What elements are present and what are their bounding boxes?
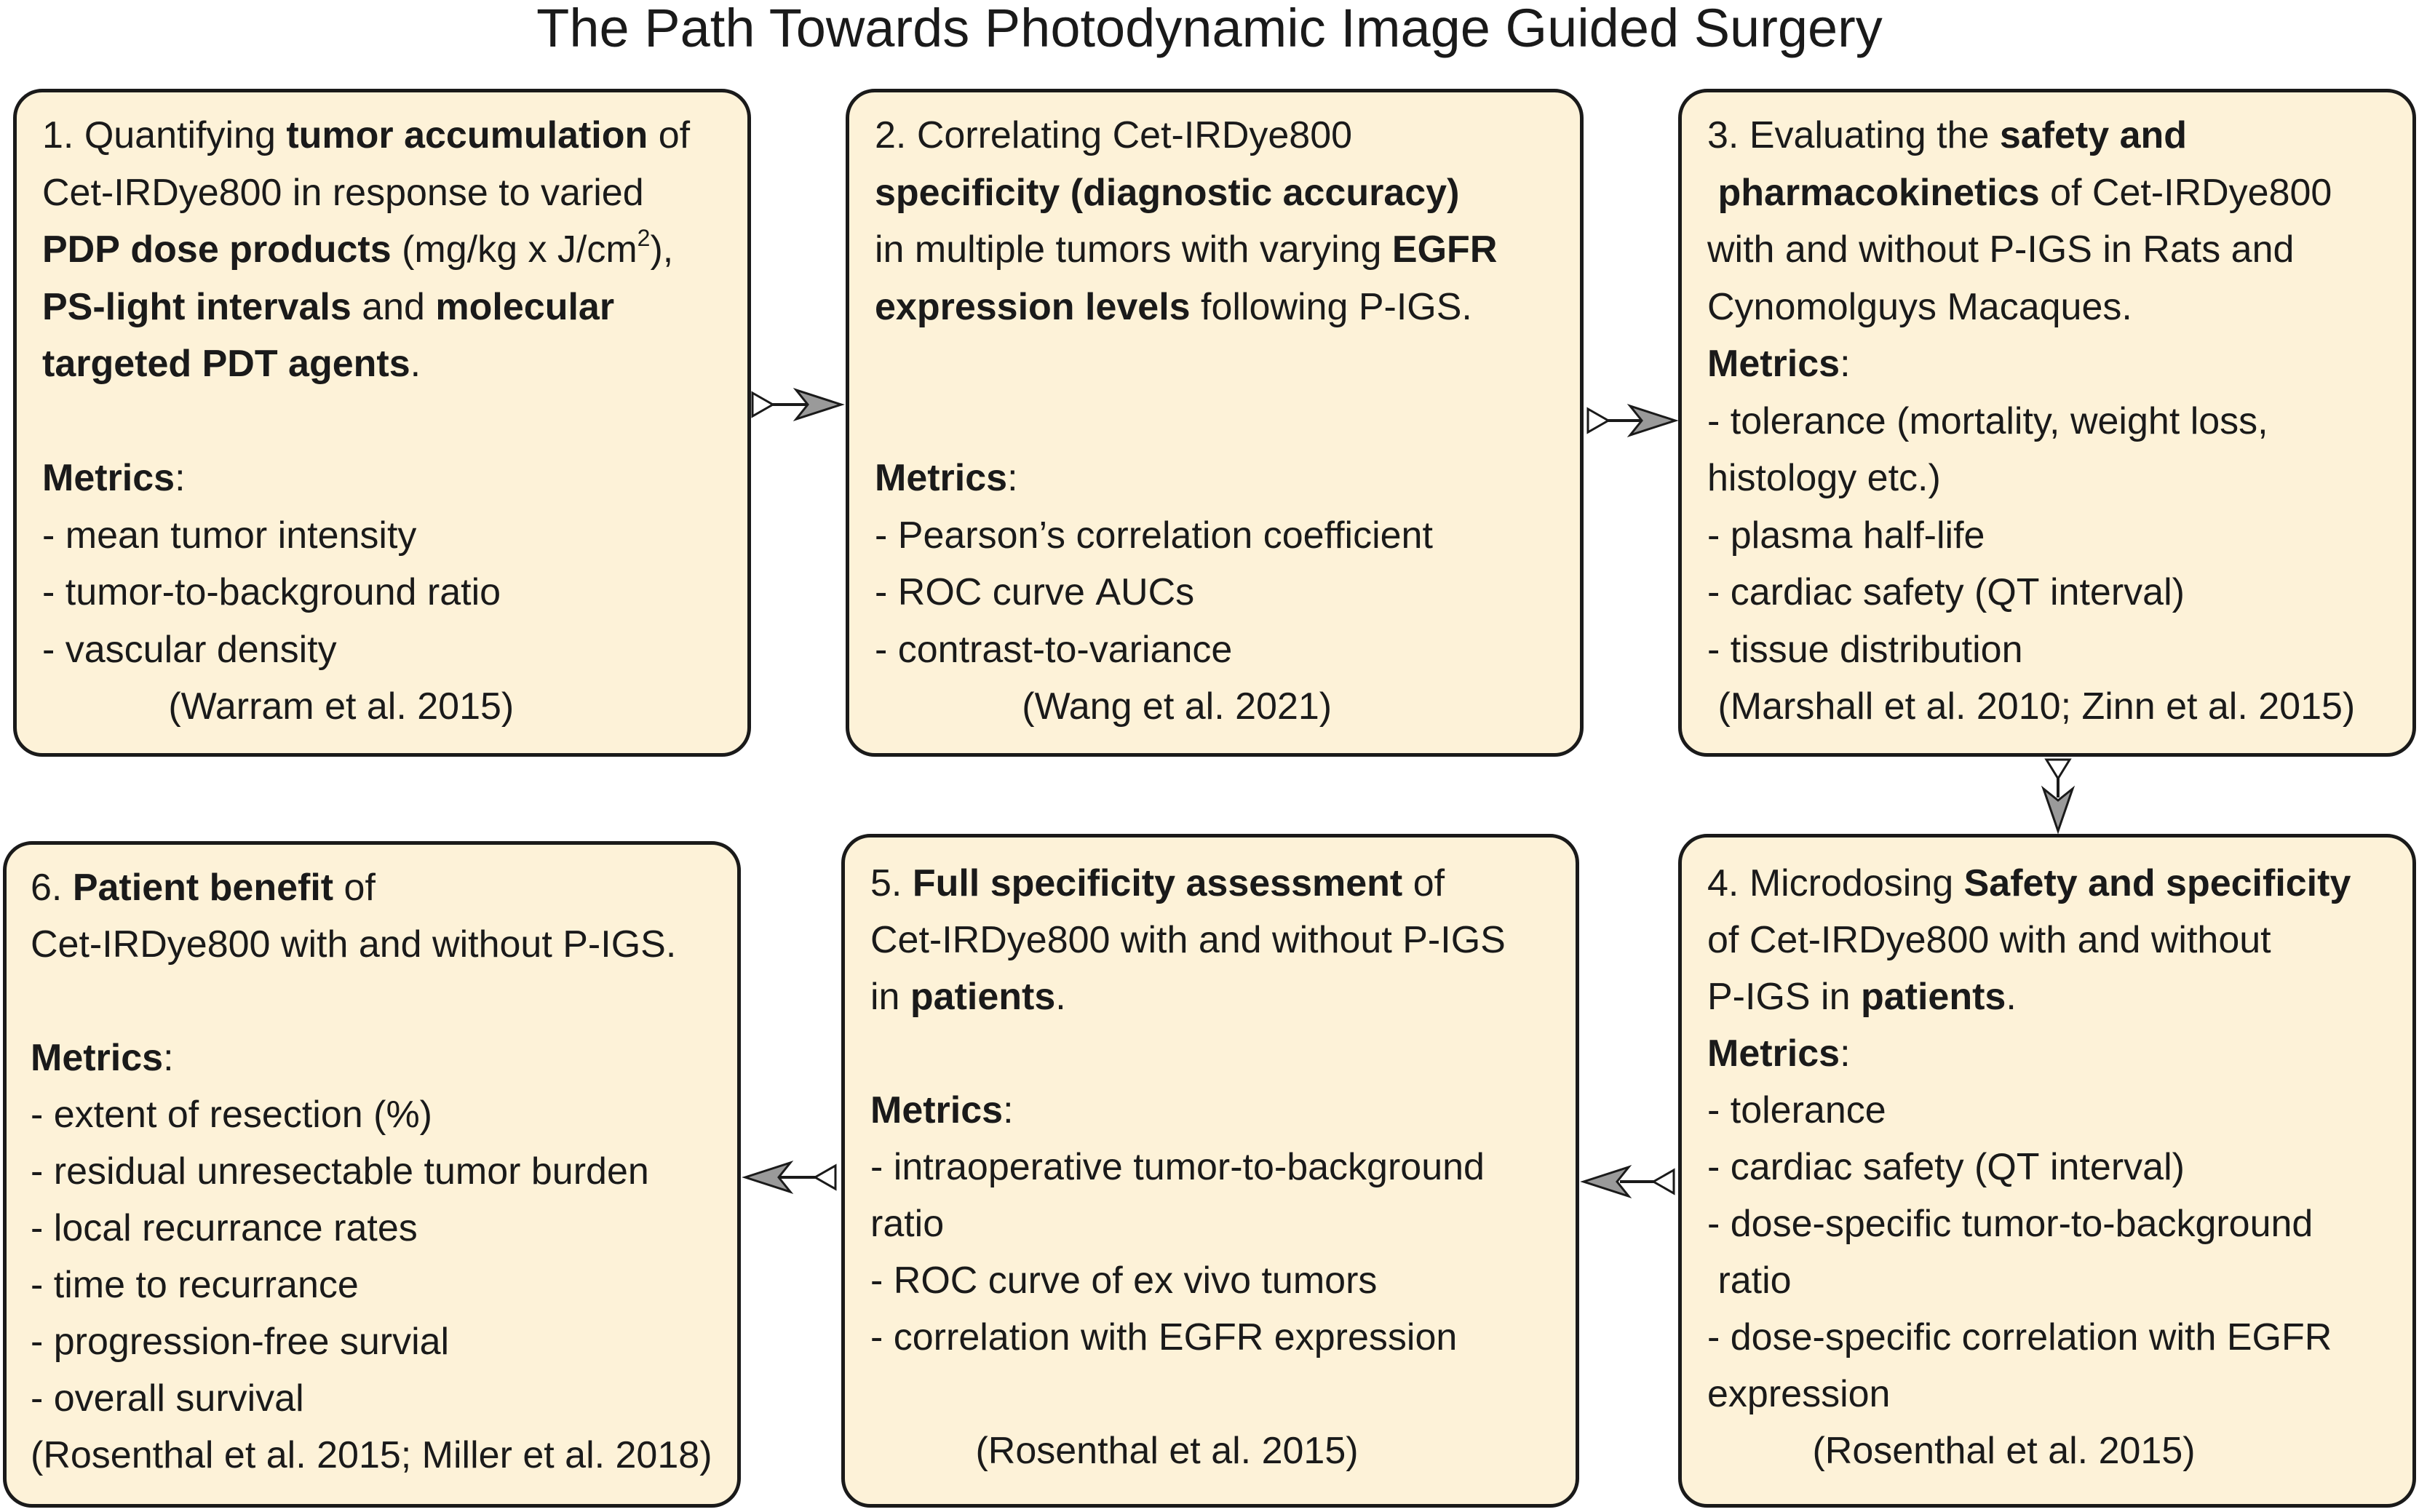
box-3-line: (Marshall et al. 2010; Zinn et al. 2015) xyxy=(1707,685,2356,728)
box-2-line: 2. Correlating Cet-IRDye800 xyxy=(875,114,1353,156)
box-1-line: Metrics: xyxy=(42,457,186,499)
box-3-line: - cardiac safety (QT interval) xyxy=(1707,571,2185,613)
box-1-line: - tumor-to-background ratio xyxy=(42,571,501,613)
box-3-line: - plasma half-life xyxy=(1707,514,1985,557)
box-5-line: Cet-IRDye800 with and without P-IGS xyxy=(870,919,1506,961)
arrow-3-to-4 xyxy=(2041,758,2076,835)
box-5-line: - ROC curve of ex vivo tumors xyxy=(870,1260,1378,1302)
step-4-box xyxy=(1678,834,2416,1508)
box-4-line: - tolerance xyxy=(1707,1089,1886,1131)
box-6-line: - progression-free survial xyxy=(31,1321,450,1363)
arrow-1-to-2 xyxy=(751,388,845,421)
box-5-line: ratio xyxy=(870,1203,945,1245)
box-6-line: - residual unresectable tumor burden xyxy=(31,1150,649,1193)
box-2-line: (Wang et al. 2021) xyxy=(875,685,1332,728)
box-4-line: - cardiac safety (QT interval) xyxy=(1707,1146,2185,1188)
step-2-box xyxy=(846,89,1584,757)
box-2-line: Metrics: xyxy=(875,457,1018,499)
box-4-line: of Cet-IRDye800 with and without xyxy=(1707,919,2271,961)
box-2-line: - Pearson’s correlation coefficient xyxy=(875,514,1433,557)
box-6-line: - overall survival xyxy=(31,1377,304,1420)
box-3-line: pharmacokinetics of Cet-IRDye800 xyxy=(1707,171,2332,214)
box-4-line: Metrics: xyxy=(1707,1032,1851,1075)
box-3-line: Metrics: xyxy=(1707,343,1851,385)
box-3-line: with and without P-IGS in Rats and xyxy=(1707,228,2295,271)
box-5-line: 5. Full specificity assessment of xyxy=(870,862,1445,904)
box-6-line: 6. Patient benefit of xyxy=(31,867,376,909)
box-2-line: in multiple tumors with varying EGFR xyxy=(875,228,1498,271)
box-4-line: ratio xyxy=(1707,1260,1792,1302)
box-1-line: 1. Quantifying tumor accumulation of xyxy=(42,114,691,156)
box-3-line: 3. Evaluating the safety and xyxy=(1707,114,2188,156)
box-2-line: specificity (diagnostic accuracy) xyxy=(875,171,1460,214)
box-1-line: targeted PDT agents. xyxy=(42,343,421,385)
step-1-box xyxy=(13,89,751,757)
box-5-line: in patients. xyxy=(870,976,1066,1018)
box-2-line: - contrast-to-variance xyxy=(875,628,1233,671)
box-3-line: Cynomolguys Macaques. xyxy=(1707,285,2132,328)
box-6-line: - extent of resection (%) xyxy=(31,1094,432,1136)
box-1-line: PDP dose products (mg/kg x J/cm2), xyxy=(42,225,674,271)
box-1-line: - mean tumor intensity xyxy=(42,514,417,557)
box-4-line: (Rosenthal et al. 2015) xyxy=(1707,1430,2196,1472)
box-5-line: - intraoperative tumor-to-background xyxy=(870,1146,1485,1188)
arrow-5-to-6 xyxy=(742,1161,837,1194)
box-6-line: (Rosenthal et al. 2015; Miller et al. 20… xyxy=(31,1434,712,1476)
box-4-line: P-IGS in patients. xyxy=(1707,976,2017,1018)
box-3-line: - tissue distribution xyxy=(1707,628,2023,671)
box-3-line: - tolerance (mortality, weight loss, xyxy=(1707,399,2268,442)
box-6-line: Metrics: xyxy=(31,1037,174,1079)
box-4-line: expression xyxy=(1707,1373,1891,1415)
box-4-line: - dose-specific correlation with EGFR xyxy=(1707,1316,2332,1358)
step-5-box xyxy=(841,834,1579,1508)
box-4-line: - dose-specific tumor-to-background xyxy=(1707,1203,2313,1245)
box-5-line: Metrics: xyxy=(870,1089,1014,1131)
box-3-line: histology etc.) xyxy=(1707,457,1941,499)
box-5-line: (Rosenthal et al. 2015) xyxy=(870,1430,1359,1472)
box-5-line: - correlation with EGFR expression xyxy=(870,1316,1458,1358)
step-6-box xyxy=(3,841,741,1508)
step-3-box xyxy=(1678,89,2416,757)
box-6-line: Cet-IRDye800 with and without P-IGS. xyxy=(31,923,677,966)
box-1-line: PS-light intervals and molecular xyxy=(42,285,615,328)
arrow-2-to-3 xyxy=(1586,404,1679,437)
arrow-4-to-5 xyxy=(1580,1165,1675,1198)
box-2-line: - ROC curve AUCs xyxy=(875,571,1195,613)
box-1-line: Cet-IRDye800 in response to varied xyxy=(42,171,644,214)
box-1-line: (Warram et al. 2015) xyxy=(42,685,515,728)
diagram-title: The Path Towards Photodynamic Image Guid… xyxy=(536,0,1883,58)
box-6-line: - time to recurrance xyxy=(31,1264,359,1306)
box-4-line: 4. Microdosing Safety and specificity xyxy=(1707,862,2351,904)
box-2-line: expression levels following P-IGS. xyxy=(875,285,1472,328)
box-1-line: - vascular density xyxy=(42,628,337,671)
box-6-line: - local recurrance rates xyxy=(31,1207,418,1249)
